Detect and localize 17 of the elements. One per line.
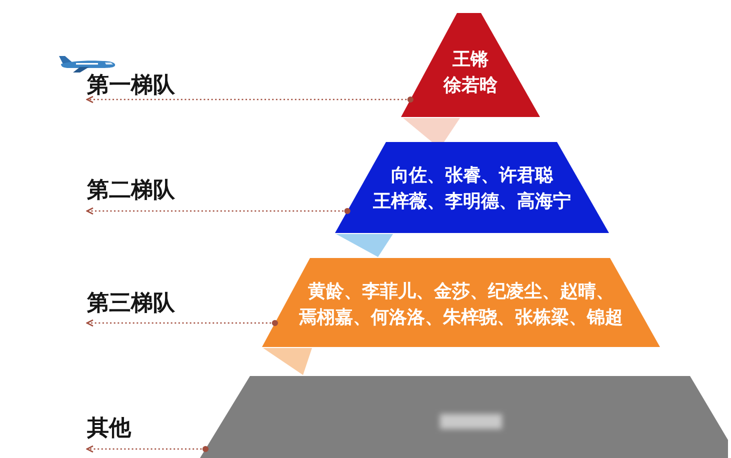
tier-label: 第一梯队 <box>87 73 175 98</box>
pyramid-tier <box>200 376 729 458</box>
dotted-arrow <box>86 207 350 215</box>
dotted-arrow <box>86 445 209 453</box>
tier-label: 第二梯队 <box>87 178 175 203</box>
tier-label: 第三梯队 <box>87 291 175 316</box>
name-list: 徐若晗 <box>444 73 498 99</box>
name-list: 向佐、张睿、许君聪 <box>391 163 553 189</box>
tier-label: 其他 <box>87 416 131 441</box>
name-list: 黄龄、李菲儿、金莎、纪凌尘、赵晴、焉栩嘉、何洛洛、朱梓骁、张栋梁、锦超 <box>295 279 627 331</box>
pyramid-tier <box>335 142 609 233</box>
name-list: 王锵 <box>452 47 488 73</box>
pyramid-tier <box>262 258 660 347</box>
dotted-arrow <box>86 319 278 327</box>
name-list: 王梓薇、李明德、高海宁 <box>373 189 571 215</box>
pyramid-tier <box>401 13 540 117</box>
dotted-arrow <box>86 96 414 104</box>
